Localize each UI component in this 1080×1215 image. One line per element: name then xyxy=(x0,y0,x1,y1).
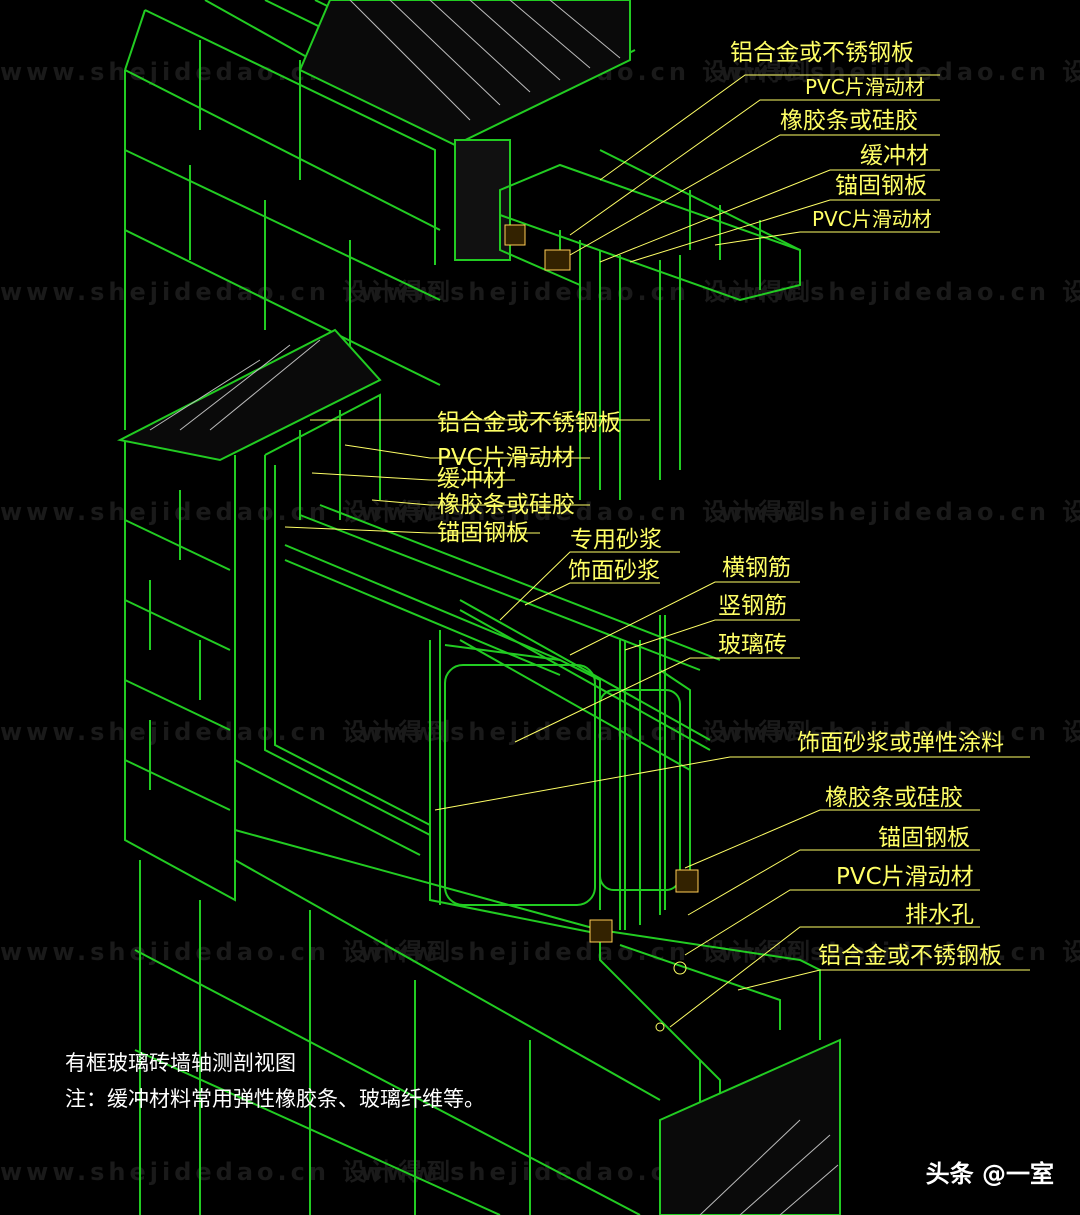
author-credit: 头条 @一室 xyxy=(925,1160,1054,1188)
label-pvc-slide-2: PVC片滑动材 xyxy=(812,207,932,231)
label-anchor-plate: 锚固钢板 xyxy=(835,173,927,199)
watermark-text: www.shejidedao.cn 设计得到 xyxy=(720,718,1080,746)
drawing-title: 有框玻璃砖墙轴测剖视图 xyxy=(65,1051,296,1075)
label-horizontal-rebar: 横钢筋 xyxy=(722,555,791,581)
label-pvc-slide: PVC片滑动材 xyxy=(805,75,925,99)
label-buffer: 缓冲材 xyxy=(437,466,506,492)
label-aluminum-plate: 铝合金或不锈钢板 xyxy=(730,40,914,66)
watermark-text: www.shejidedao.cn 设计得到 xyxy=(360,278,814,306)
labels-center: 专用砂浆 饰面砂浆 横钢筋 竖钢筋 玻璃砖 饰面砂浆或弹性涂料 xyxy=(568,527,1004,756)
watermark-text: www.shejidedao.cn 设计得到 xyxy=(360,938,814,966)
label-finish-mortar: 饰面砂浆 xyxy=(568,558,660,584)
rebar xyxy=(459,599,711,930)
label-vertical-rebar: 竖钢筋 xyxy=(718,593,787,619)
watermark-text: www.shejidedao.cn 设计得到 xyxy=(720,58,1080,86)
upper-frame-detail xyxy=(499,149,801,500)
drawing-note: 注：缓冲材料常用弹性橡胶条、玻璃纤维等。 xyxy=(65,1087,485,1111)
watermark-text: www.shejidedao.cn 设计得到 xyxy=(0,1158,454,1186)
side-brick-wall xyxy=(124,440,236,902)
label-finish-mortar-or-coating: 饰面砂浆或弹性涂料 xyxy=(797,730,1004,756)
watermark-text: www.shejidedao.cn 设计得到 xyxy=(0,498,454,526)
watermark-text: www.shejidedao.cn 设计得到 xyxy=(360,498,814,526)
label-anchor-plate: 锚固钢板 xyxy=(878,825,970,851)
label-rubber-strip: 橡胶条或硅胶 xyxy=(437,492,575,518)
label-buffer: 缓冲材 xyxy=(860,143,929,169)
glass-block xyxy=(444,664,681,906)
upper-slab xyxy=(298,0,631,261)
label-glass-block: 玻璃砖 xyxy=(718,632,787,658)
lower-hatch-block xyxy=(659,1038,841,1215)
watermark-text: www.shejidedao.cn 设计得到 xyxy=(720,498,1080,526)
label-rubber-strip: 橡胶条或硅胶 xyxy=(825,785,963,811)
labels-middle: 铝合金或不锈钢板 PVC片滑动材 缓冲材 橡胶条或硅胶 锚固钢板 xyxy=(437,410,621,546)
watermark-text: www.shejidedao.cn 设计得到 xyxy=(0,938,454,966)
labels-upper: 铝合金或不锈钢板 PVC片滑动材 橡胶条或硅胶 缓冲材 锚固钢板 PVC片滑动材 xyxy=(730,40,932,231)
label-pvc-slide: PVC片滑动材 xyxy=(437,445,575,471)
label-drain-hole: 排水孔 xyxy=(905,902,974,928)
watermark-text: www.shejidedao.cn 设计得到 xyxy=(720,278,1080,306)
label-aluminum-plate: 铝合金或不锈钢板 xyxy=(437,410,621,436)
label-anchor-plate: 锚固钢板 xyxy=(437,520,529,546)
label-rubber-strip: 橡胶条或硅胶 xyxy=(780,108,918,134)
watermark-text: www.shejidedao.cn 设计得到 xyxy=(0,278,454,306)
sill xyxy=(134,829,821,1215)
caption: 有框玻璃砖墙轴测剖视图 注：缓冲材料常用弹性橡胶条、玻璃纤维等。 xyxy=(65,1051,485,1111)
leader-lines xyxy=(284,74,1030,1028)
label-aluminum-plate: 铝合金或不锈钢板 xyxy=(818,943,1002,969)
watermark-text: www.shejidedao.cn 设计得到 xyxy=(0,718,454,746)
watermark-text: www.shejidedao.cn 设计得到 xyxy=(360,718,814,746)
labels-lower: 橡胶条或硅胶 锚固钢板 PVC片滑动材 排水孔 铝合金或不锈钢板 xyxy=(818,785,1002,969)
label-special-mortar: 专用砂浆 xyxy=(570,527,662,553)
jamb-slab xyxy=(116,328,382,462)
label-pvc-slide: PVC片滑动材 xyxy=(836,864,974,890)
